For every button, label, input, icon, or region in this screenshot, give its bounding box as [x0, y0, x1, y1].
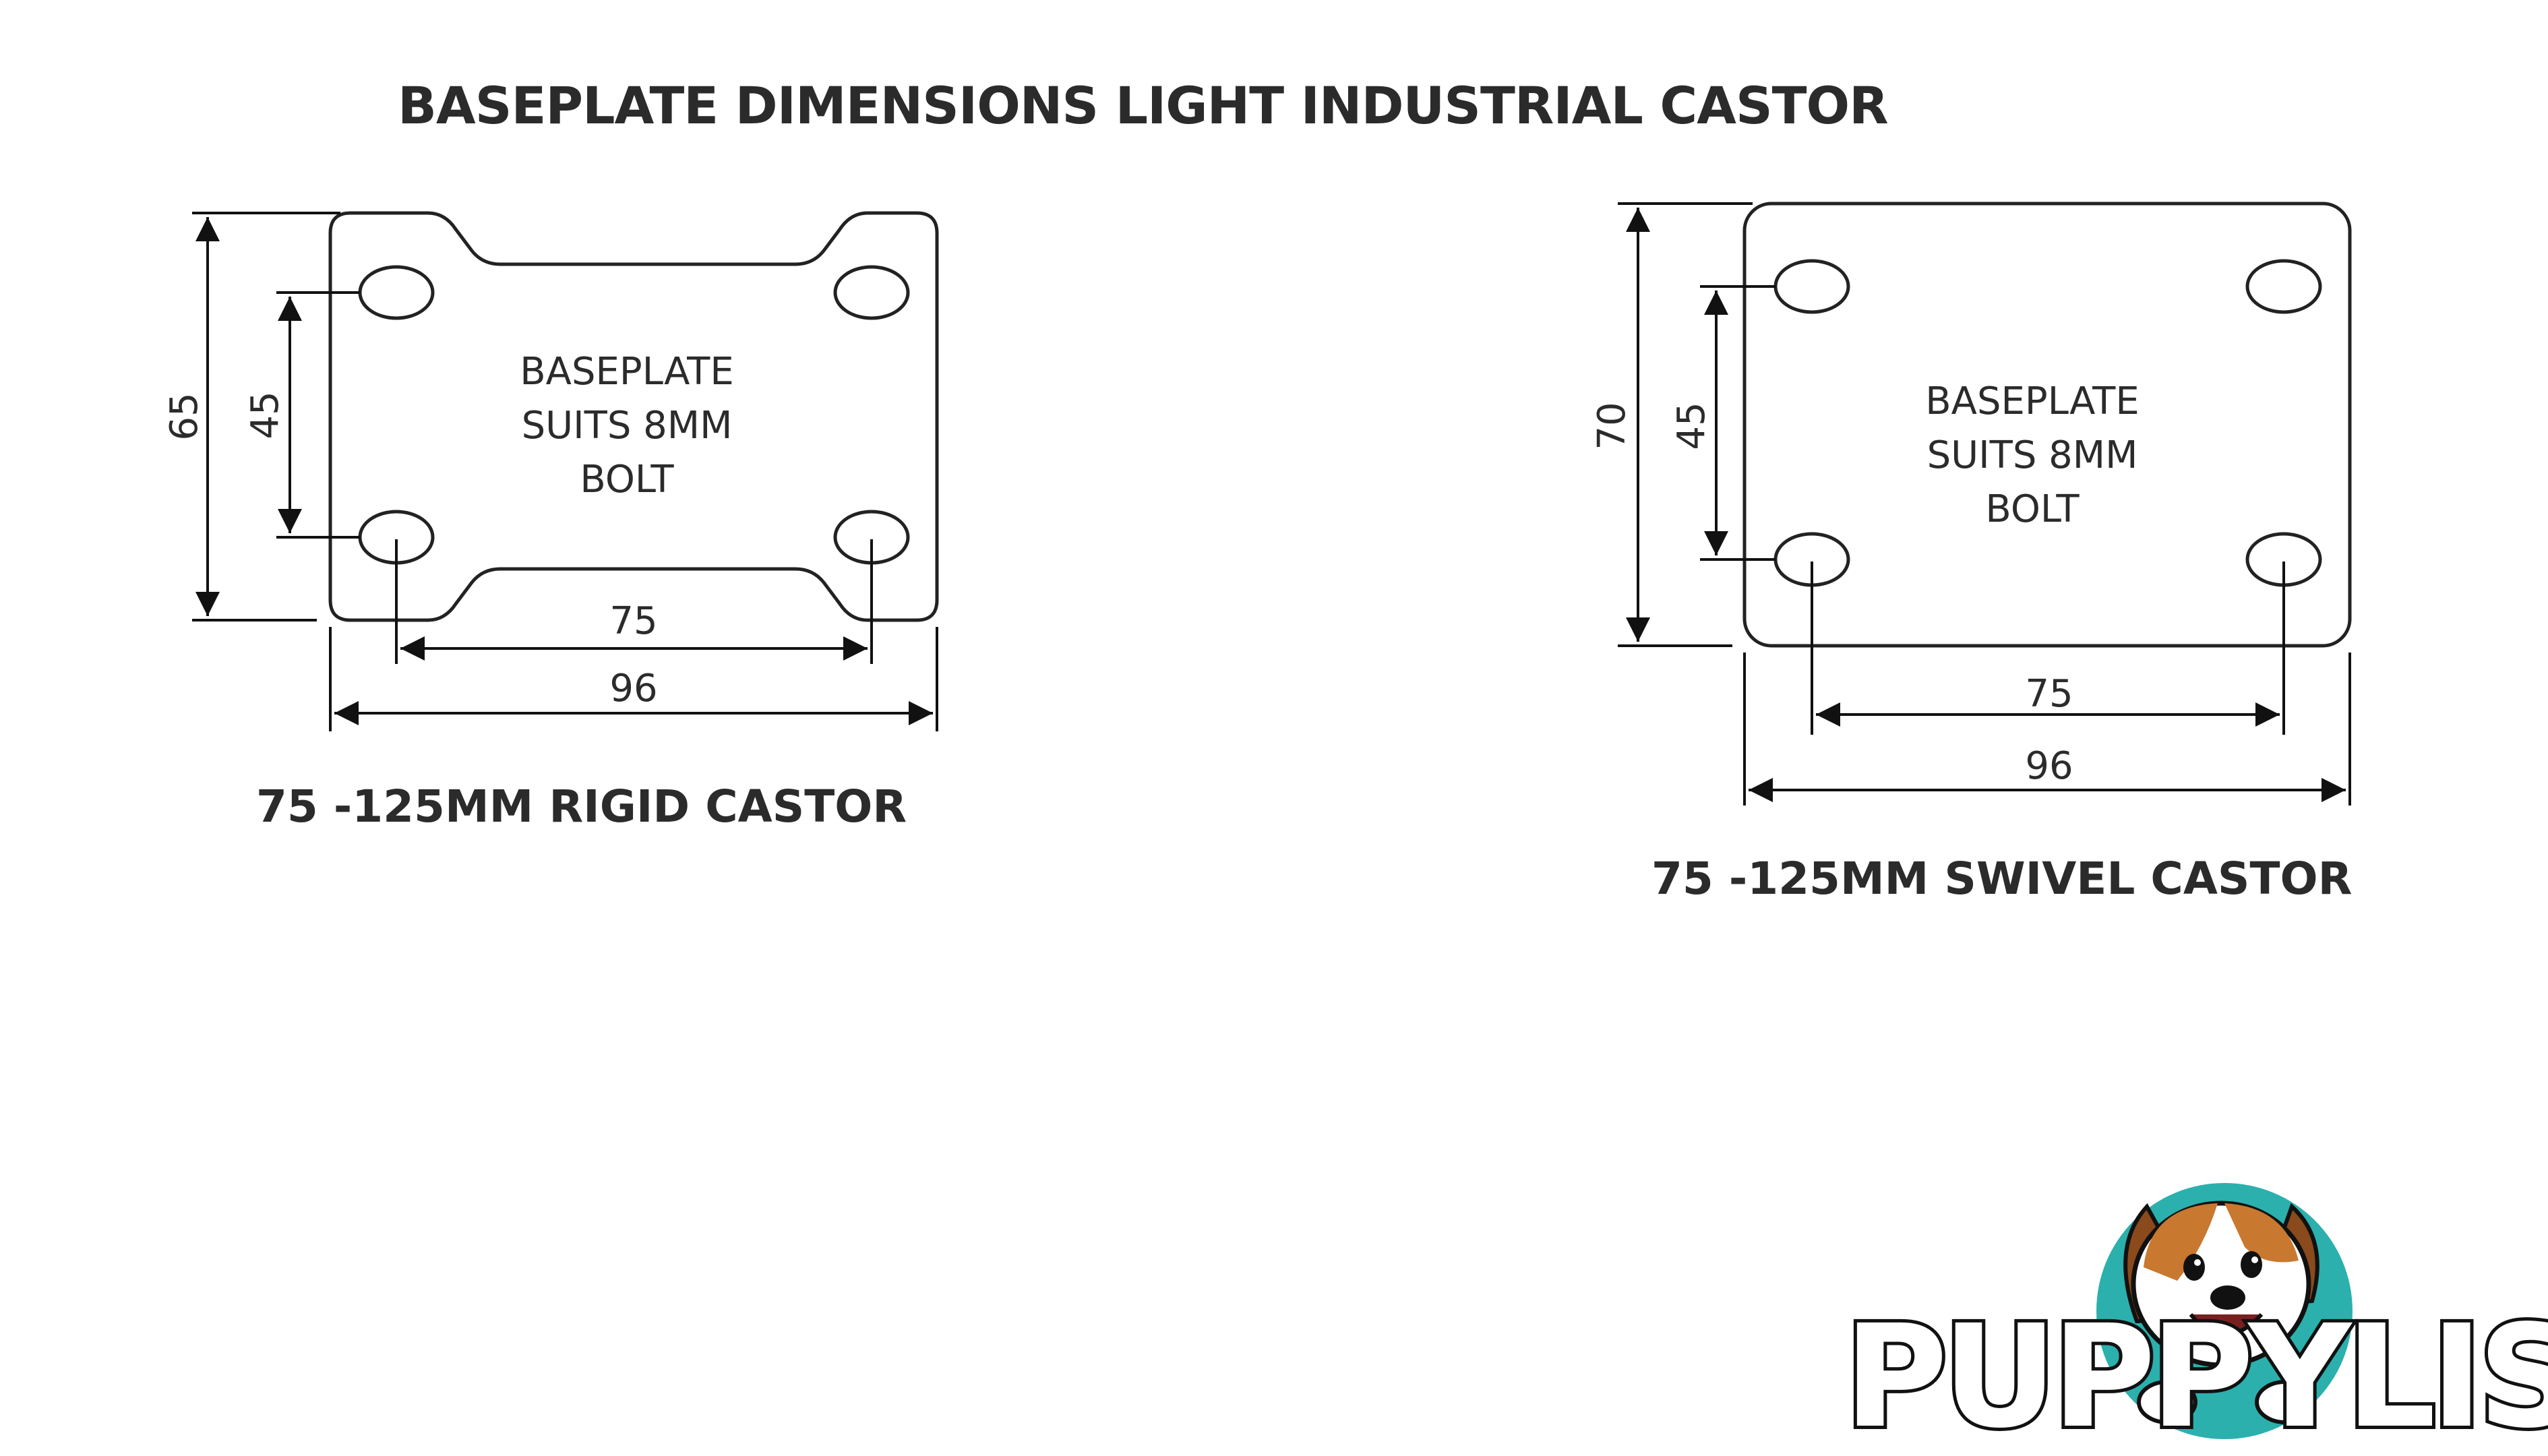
swivel-bolt-hole-tr	[2245, 259, 2322, 314]
dog-mascot-icon	[2123, 1201, 2319, 1424]
swivel-plate-outline	[1742, 202, 2352, 648]
diagram-title: BASEPLATE DIMENSIONS LIGHT INDUSTRIAL CA…	[398, 75, 1889, 135]
rigid-plate-outline	[328, 211, 939, 622]
rigid-dim-height: 65	[162, 392, 206, 440]
swivel-castor-caption: 75 -125MM SWIVEL CASTOR	[1651, 853, 2353, 905]
swivel-dim-hole-height: 45	[1670, 402, 1713, 450]
rigid-dimension-lines	[192, 212, 938, 731]
puppylist-logo: PUPPYLIST	[1841, 1183, 2548, 1456]
rigid-bolt-hole-tl	[358, 265, 435, 320]
swivel-labels: BASEPLATE SUITS 8MM BOLT 70 45 75 96	[1590, 380, 2140, 788]
swivel-baseplate-drawing	[1742, 202, 2352, 648]
logo-wordmark: PUPPYLIST	[1844, 1294, 2548, 1456]
rigid-labels: BASEPLATE SUITS 8MM BOLT 65 45 75 96	[162, 350, 734, 710]
swivel-plate-text-2: SUITS 8MM	[1927, 433, 2138, 477]
swivel-plate-text-1: BASEPLATE	[1925, 380, 2139, 423]
swivel-dim-hole-width: 75	[2025, 672, 2073, 716]
swivel-plate-text-3: BOLT	[1985, 487, 2080, 531]
swivel-dimension-lines	[1618, 202, 2351, 806]
rigid-dim-hole-width: 75	[609, 599, 657, 643]
rigid-plate-text-1: BASEPLATE	[520, 350, 733, 394]
swivel-dim-width: 96	[2025, 744, 2073, 788]
rigid-castor-caption: 75 -125MM RIGID CASTOR	[256, 781, 907, 832]
rigid-dim-hole-height: 45	[243, 391, 287, 439]
swivel-dim-height: 70	[1590, 402, 1634, 450]
rigid-plate-text-3: BOLT	[580, 458, 674, 502]
rigid-dim-width: 96	[609, 667, 657, 710]
rigid-bolt-hole-tr	[833, 265, 910, 320]
rigid-plate-text-2: SUITS 8MM	[522, 404, 733, 448]
swivel-bolt-hole-tl	[1773, 259, 1850, 314]
